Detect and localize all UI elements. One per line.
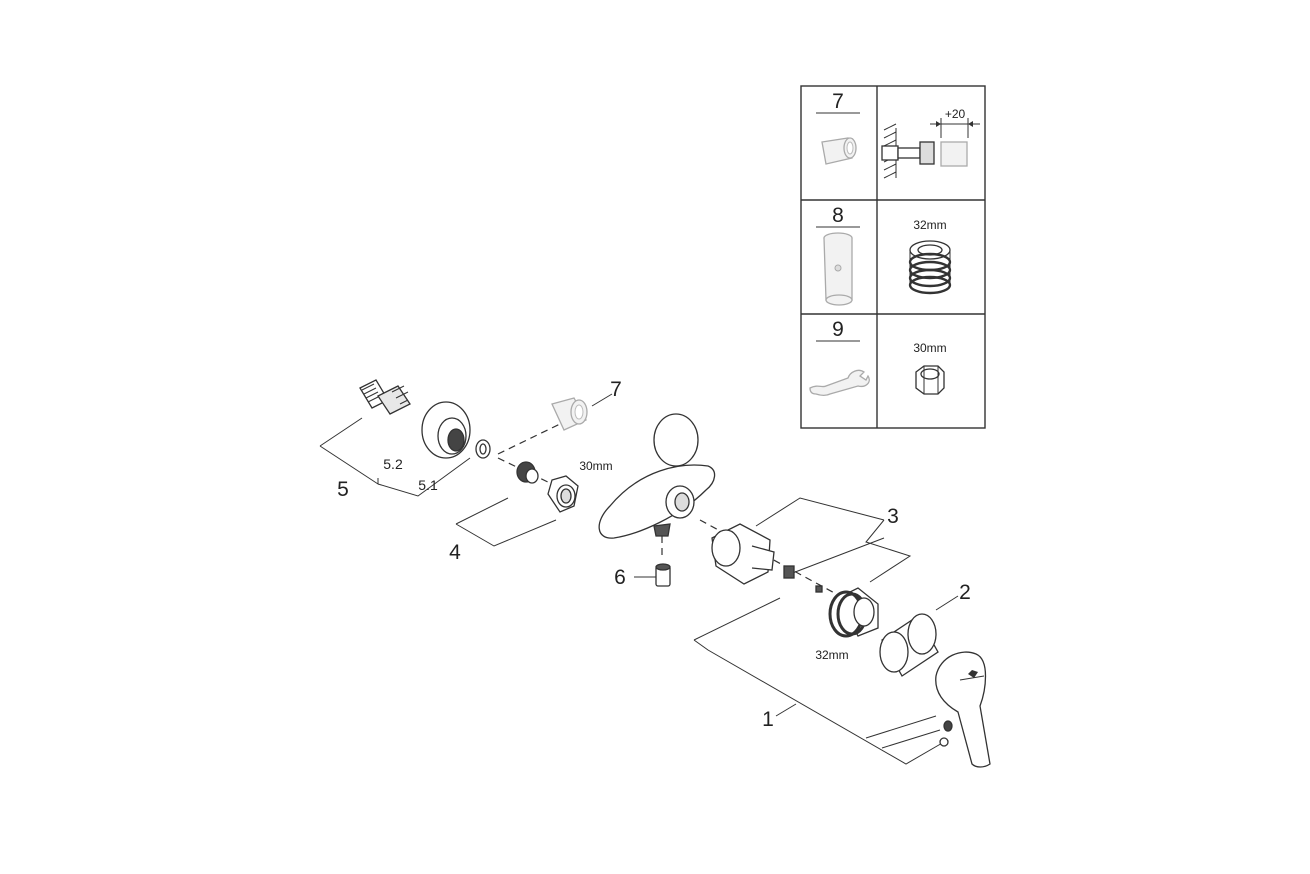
accessory-number-7: 7 (832, 90, 844, 113)
socket-tool-icon (823, 232, 853, 306)
hex-nut-icon (915, 365, 945, 395)
callout-5-2: 5.2 (383, 456, 403, 472)
callout-7: 7 (610, 378, 622, 401)
accessory-row-wrench: 9 30mm (809, 318, 947, 397)
callout-5: 5 (337, 478, 349, 501)
threaded-ring-icon (908, 240, 952, 295)
adapter-fitting (516, 461, 539, 484)
check-valve (655, 563, 671, 587)
callout-labels: 5 5.2 5.1 7 4 30mm 6 3 2 32mm 1 (337, 378, 971, 731)
sleeve-cap (879, 613, 939, 677)
ring-dimension-label: 32mm (913, 218, 946, 232)
threaded-bonnet (828, 587, 879, 638)
extension-install-icon: +20 (881, 107, 980, 179)
lever-handle (935, 651, 991, 768)
washer (475, 439, 491, 459)
accessory-row-socket-tool: 8 32mm (816, 204, 952, 306)
extension-piece-icon (821, 137, 857, 165)
bonnet-32mm-label: 32mm (815, 648, 848, 662)
mixer-body (598, 413, 716, 539)
wall-connector-nipple (359, 379, 411, 415)
accessory-number-9: 9 (832, 318, 844, 341)
callout-5-1: 5.1 (418, 477, 438, 493)
callout-1: 1 (762, 708, 774, 731)
accessory-number-8: 8 (832, 204, 844, 227)
callout-2: 2 (959, 581, 971, 604)
extension-dimension-label: +20 (945, 107, 966, 121)
rosette-cover (421, 401, 471, 459)
cartridge (711, 523, 823, 593)
nut-dimension-label: 30mm (913, 341, 946, 355)
extension-piece (551, 397, 588, 431)
callout-6: 6 (614, 566, 626, 589)
accessory-box: 7 +20 8 (800, 85, 986, 429)
callout-4: 4 (449, 541, 461, 564)
callout-3: 3 (887, 505, 899, 528)
leader-lines (319, 393, 959, 765)
union-nut (547, 475, 579, 513)
nut-30mm-label: 30mm (579, 459, 612, 473)
wrench-icon (809, 369, 870, 397)
accessory-row-extension: 7 +20 (816, 90, 980, 179)
